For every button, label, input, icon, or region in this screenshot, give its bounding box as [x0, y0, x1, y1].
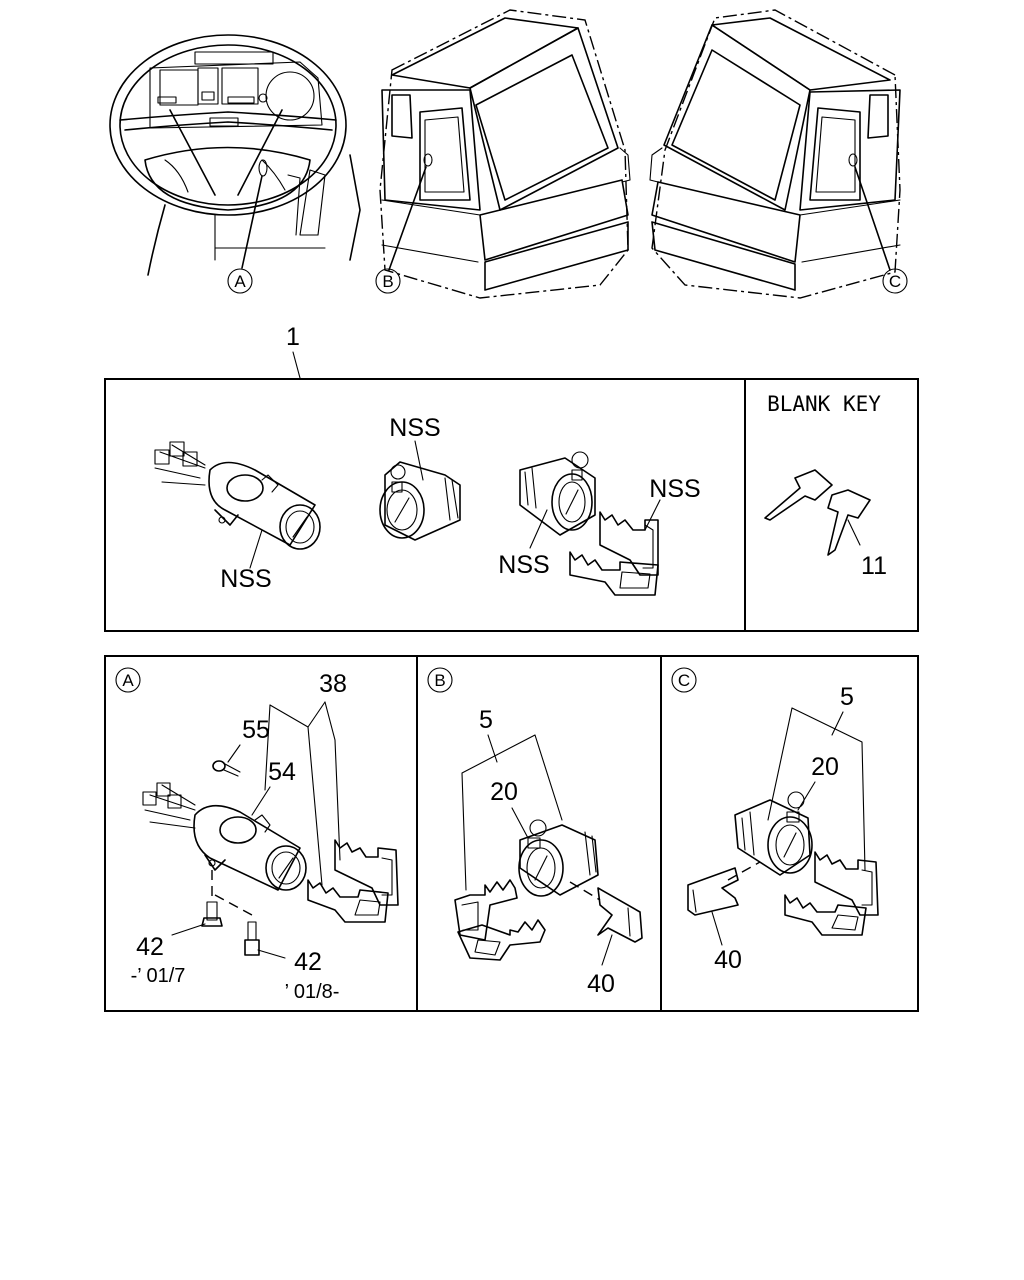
door-cylinder-c — [734, 791, 813, 876]
screw-55-icon — [212, 760, 241, 777]
detail-a-badge: A — [122, 671, 134, 690]
key-pair-set — [569, 511, 659, 596]
callout-b-label: B — [382, 272, 393, 291]
part-20-b-leader — [511, 807, 529, 839]
detail-c-badge: C — [678, 671, 690, 690]
blank-key-part-number: 11 — [861, 552, 887, 580]
part-54-leader — [251, 786, 271, 816]
cab-left-illustration — [379, 9, 631, 299]
part-40-b-label: 40 — [587, 970, 615, 998]
door-cylinder-set — [379, 461, 461, 541]
nss-right-cyl-label: NSS — [498, 551, 549, 579]
clip-40-b-icon — [597, 887, 643, 943]
part-40-c-label: 40 — [714, 946, 742, 974]
nss-door-leader — [414, 440, 424, 481]
part-40-c-leader — [711, 911, 723, 946]
nss-key-leader — [644, 499, 661, 531]
key-set-panel — [104, 378, 919, 632]
callout-a-label: A — [234, 272, 246, 291]
door-cylinder-pair — [519, 451, 596, 536]
blank-key-title: BLANK KEY — [767, 392, 881, 416]
bolt-42-b-icon — [244, 921, 260, 956]
callout-a-circle — [227, 268, 253, 294]
part-5-b-leader — [487, 734, 498, 763]
part-42a-leader — [171, 923, 206, 936]
part-55-leader — [227, 744, 241, 763]
door-cylinder-b — [518, 819, 599, 897]
bolt-b-dash — [214, 894, 253, 916]
part-20-b-label: 20 — [490, 778, 518, 806]
part-38-bracket — [264, 701, 341, 886]
key-pair-c — [784, 851, 879, 936]
bolt-42-a-icon — [201, 901, 223, 927]
part-20-c-label: 20 — [811, 753, 839, 781]
assembly-leader — [292, 351, 301, 379]
ignition-switch-a — [142, 782, 307, 891]
part-42a-label: 42 — [136, 933, 164, 961]
callout-c-label: C — [889, 272, 901, 291]
part-5-c-leader — [831, 711, 844, 736]
part-42a-note: -’ 01/7 — [131, 965, 186, 987]
part-5-c-bracket — [767, 707, 866, 871]
nss-key-label: NSS — [649, 475, 700, 503]
part-38-bracket-top — [269, 701, 326, 728]
nss-right-cyl-leader — [529, 509, 548, 549]
steering-wheel-illustration — [109, 34, 361, 276]
blank-key-illustration — [764, 469, 871, 556]
clip-40-c-icon — [687, 867, 739, 916]
part-5-c-label: 5 — [840, 683, 854, 711]
detail-a-badge-circle — [115, 667, 141, 693]
part-20-c-leader — [797, 781, 816, 811]
clip-b-dash — [569, 881, 601, 901]
detail-b-badge: B — [434, 671, 445, 690]
ignition-switch-set — [154, 441, 321, 550]
nss-ignition-label: NSS — [220, 565, 271, 593]
callout-c-circle — [882, 268, 908, 294]
cab-right-illustration — [649, 9, 901, 299]
part-42b-leader — [257, 949, 286, 959]
blank-key-leader — [847, 519, 861, 546]
callout-b-circle — [375, 268, 401, 294]
detail-b-badge-circle — [427, 667, 453, 693]
clip-c-dash — [727, 861, 761, 881]
part-40-b-leader — [601, 934, 613, 966]
part-42b-label: 42 — [294, 948, 322, 976]
part-54-label: 54 — [268, 758, 296, 786]
part-38-label: 38 — [319, 670, 347, 698]
part-5-b-label: 5 — [479, 706, 493, 734]
assembly-number: 1 — [286, 323, 300, 351]
detail-panels-frame — [104, 655, 919, 1012]
nss-door-label: NSS — [389, 414, 440, 442]
detail-c-badge-circle — [671, 667, 697, 693]
part-5-b-bracket — [461, 734, 563, 891]
part-55-label: 55 — [242, 716, 270, 744]
part-42b-note: ’ 01/8- — [285, 981, 340, 1003]
key-pair-b — [454, 879, 546, 961]
nss-ignition-leader — [249, 529, 263, 569]
key-pair-a — [307, 839, 399, 923]
